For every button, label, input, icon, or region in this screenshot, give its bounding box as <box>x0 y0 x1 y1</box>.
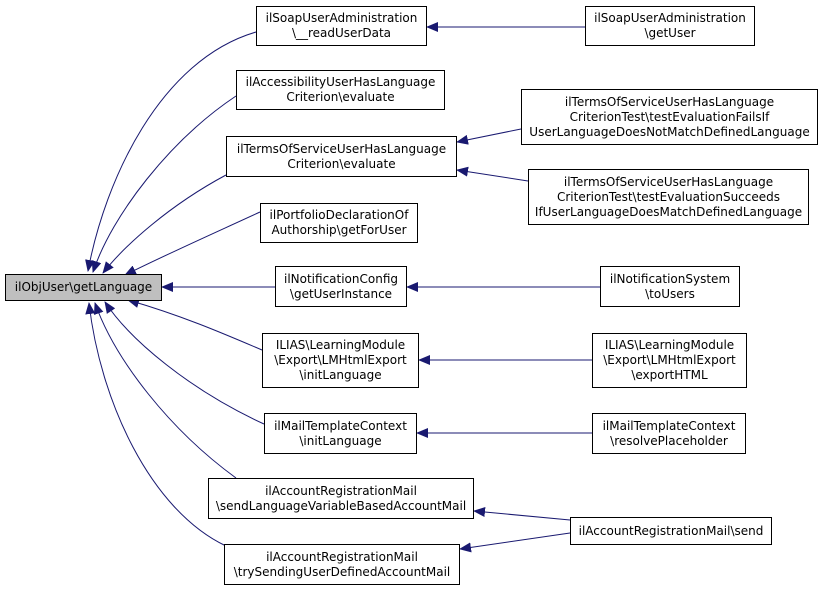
node-label: Criterion\evaluate <box>287 156 396 171</box>
node-label: \trySendingUserDefinedAccountMail <box>233 564 451 579</box>
node-label: ILIAS\LearningModule <box>275 338 406 352</box>
node-mail-template-resolve-placeholder[interactable]: ilMailTemplateContext \resolvePlaceholde… <box>592 413 746 454</box>
node-label: \sendLanguageVariableBasedAccountMail <box>215 498 467 513</box>
node-label: \__readUserData <box>291 26 392 40</box>
node-label: ilTermsOfServiceUserHasLanguage <box>563 174 774 189</box>
edge-acc-send-lang-to-root <box>93 302 237 479</box>
node-label: \toUsers <box>645 286 695 301</box>
node-tos-test-evaluation-fails[interactable]: ilTermsOfServiceUserHasLanguage Criterio… <box>521 89 818 145</box>
node-mail-template-init-language[interactable]: ilMailTemplateContext \initLanguage <box>264 413 417 454</box>
node-label: UserLanguageDoesNotMatchDefinedLanguage <box>529 124 810 139</box>
edge-lm-init-to-root <box>127 298 263 351</box>
node-label: ilMailTemplateContext <box>602 418 736 433</box>
node-lmhtmlexport-export-html[interactable]: ILIAS\LearningModule \Export\LMHtmlExpor… <box>592 333 747 388</box>
node-notification-config-get-user-instance[interactable]: ilNotificationConfig \getUserInstance <box>275 266 407 307</box>
node-account-send-language-variable[interactable]: ilAccountRegistrationMail \sendLanguageV… <box>208 478 474 519</box>
node-label: ilObjUser\getLanguage <box>14 280 153 294</box>
edge-acc-try-to-root <box>85 302 227 547</box>
node-label: \resolvePlaceholder <box>610 433 728 448</box>
node-label: \getUser <box>644 26 696 40</box>
node-label: ilSoapUserAdministration <box>265 11 418 25</box>
node-label: Criterion\evaluate <box>286 90 395 104</box>
edge-access-to-root <box>91 95 237 273</box>
node-accessibility-evaluate[interactable]: ilAccessibilityUserHasLanguage Criterion… <box>236 70 445 110</box>
node-label: ilMailTemplateContext <box>274 418 407 433</box>
node-account-registration-send[interactable]: ilAccountRegistrationMail\send <box>570 517 772 545</box>
node-label: ilAccountRegistrationMail\send <box>578 523 764 538</box>
node-label: ilNotificationSystem <box>609 271 731 286</box>
node-label: ilNotificationConfig <box>283 271 399 286</box>
edge-portfolio-to-root <box>124 211 261 276</box>
node-label: Authorship\getForUser <box>271 223 407 237</box>
node-label: ilAccessibilityUserHasLanguage <box>245 75 436 89</box>
node-portfolio-get-for-user[interactable]: ilPortfolioDeclarationOf Authorship\getF… <box>260 203 418 243</box>
node-tos-test-evaluation-succeeds[interactable]: ilTermsOfServiceUserHasLanguage Criterio… <box>528 169 809 225</box>
node-label: ilPortfolioDeclarationOf <box>269 208 409 222</box>
edge-tos-eval-to-root <box>102 174 227 274</box>
node-label: \Export\LMHtmlExport <box>274 353 407 367</box>
node-label: \initLanguage <box>299 368 382 382</box>
node-label: ilAccountRegistrationMail <box>265 483 417 498</box>
edge-tos-fails-to-tos-eval <box>456 128 522 145</box>
node-label: ilTermsOfServiceUserHasLanguage <box>236 141 447 156</box>
node-label: ilSoapUserAdministration <box>594 11 746 25</box>
edge-mail-tpl-to-root <box>104 301 265 425</box>
edge-tos-succ-to-tos-eval <box>456 166 529 182</box>
node-label: CriterionTest\testEvaluationSucceeds <box>556 189 781 204</box>
edge-acc-send-to-acc-send-lang <box>473 507 571 521</box>
node-lmhtmlexport-init-language[interactable]: ILIAS\LearningModule \Export\LMHtmlExpor… <box>262 333 419 388</box>
node-label: \exportHTML <box>631 368 708 382</box>
node-label: \getUserInstance <box>289 286 393 301</box>
node-label: ilAccountRegistrationMail <box>266 549 418 564</box>
node-label: \Export\LMHtmlExport <box>603 353 736 367</box>
node-label: ilTermsOfServiceUserHasLanguage <box>564 94 775 109</box>
edge-acc-send-to-acc-try <box>459 532 571 553</box>
node-notification-system-to-users[interactable]: ilNotificationSystem \toUsers <box>600 266 740 307</box>
node-label: CriterionTest\testEvaluationFailsIf <box>569 109 770 124</box>
edge-soap-read-to-root <box>85 31 257 272</box>
node-label: \initLanguage <box>299 433 382 448</box>
node-tos-evaluate[interactable]: ilTermsOfServiceUserHasLanguage Criterio… <box>226 136 457 177</box>
node-account-try-sending[interactable]: ilAccountRegistrationMail \trySendingUse… <box>224 544 460 585</box>
node-label: ILIAS\LearningModule <box>604 338 735 352</box>
node-soap-read-user-data[interactable]: ilSoapUserAdministration \__readUserData <box>256 6 427 46</box>
node-label: IfUserLanguageDoesMatchDefinedLanguage <box>534 204 803 219</box>
node-soap-get-user[interactable]: ilSoapUserAdministration \getUser <box>585 6 755 46</box>
node-root-getlanguage: ilObjUser\getLanguage <box>5 274 162 301</box>
